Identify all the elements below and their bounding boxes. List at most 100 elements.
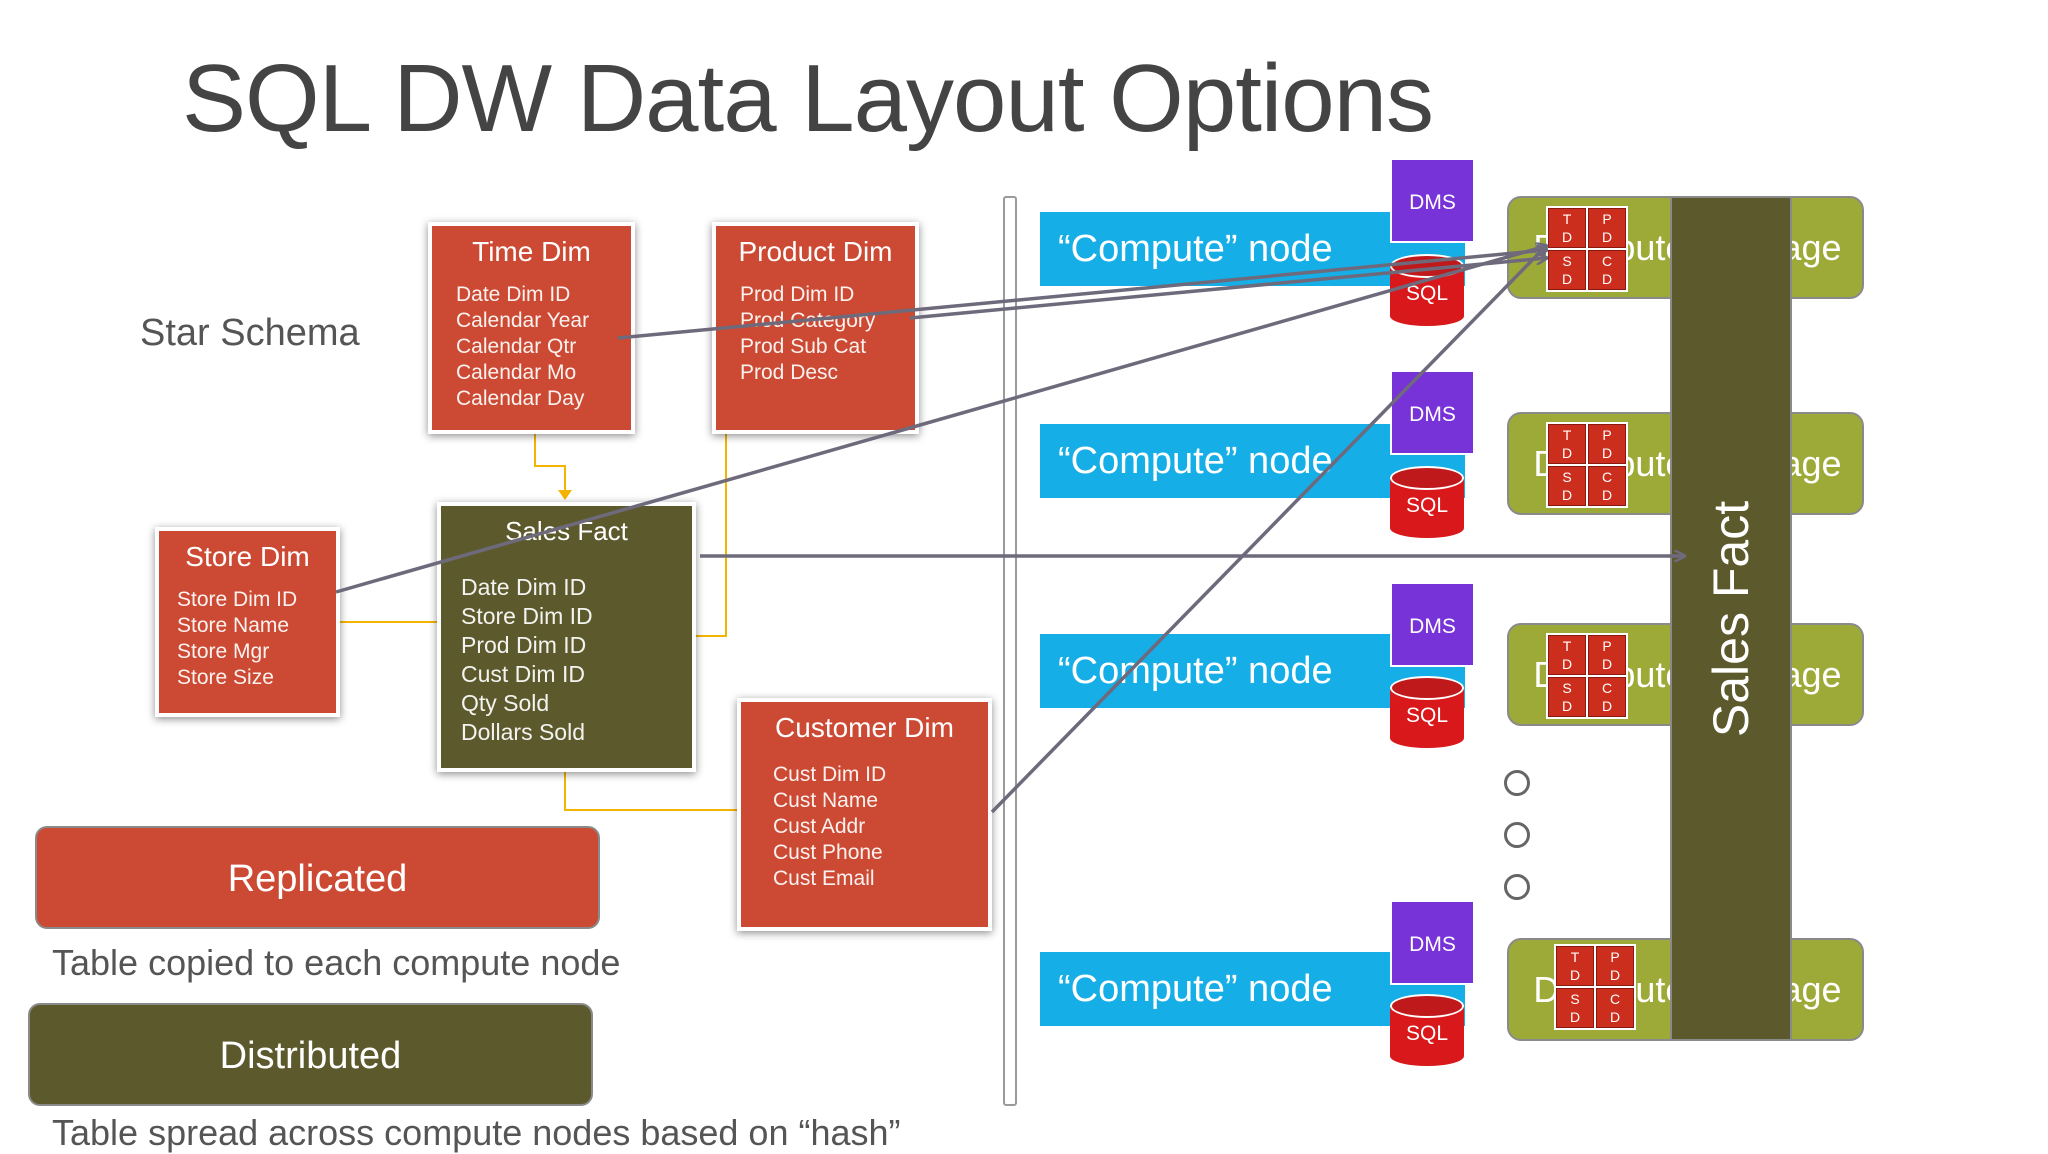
grid-letter: P <box>1602 427 1612 443</box>
product-dim-table: Product Dim Prod Dim ID Prod Category Pr… <box>712 222 919 434</box>
customer-dim-row: Cust Dim ID <box>773 763 887 786</box>
grid-letter: D <box>1561 656 1573 672</box>
distributed-legend-box: Distributed <box>28 1003 593 1106</box>
sales-fact-row: Prod Dim ID <box>461 632 587 658</box>
grid-letter: D <box>1561 271 1573 287</box>
connector-time-to-fact <box>534 432 566 497</box>
grid-letter: D <box>1561 698 1573 714</box>
grid-letter: C <box>1601 469 1613 485</box>
store-dim-row: Store Name <box>177 614 290 637</box>
grid-letter: D <box>1601 487 1613 503</box>
grid-letter: D <box>1569 967 1581 983</box>
sql-database-icon: SQL <box>1390 466 1464 542</box>
sales-fact-row: Qty Sold <box>461 690 550 716</box>
sql-label: SQL <box>1405 494 1449 517</box>
grid-letter: T <box>1562 638 1572 654</box>
ellipsis-dot <box>1504 874 1530 900</box>
sql-label: SQL <box>1405 282 1449 305</box>
grid-letter: D <box>1601 698 1613 714</box>
sales-fact-row: Date Dim ID <box>461 574 587 600</box>
sales-fact-row: Store Dim ID <box>461 603 593 629</box>
sql-cylinder-top <box>1390 994 1464 1018</box>
sql-cylinder-top <box>1390 676 1464 700</box>
customer-dim-table: Customer Dim Cust Dim ID Cust Name Cust … <box>737 698 992 931</box>
connector-product-to-fact <box>696 432 727 637</box>
grid-letter: D <box>1609 967 1621 983</box>
dms-box: DMS <box>1390 582 1475 667</box>
time-dim-row: Calendar Year <box>456 309 590 332</box>
grid-letter: S <box>1562 253 1572 269</box>
replicated-legend-box: Replicated <box>35 826 600 929</box>
grid-letter: P <box>1602 638 1612 654</box>
grid-letter: S <box>1562 680 1572 696</box>
store-dim-row: Store Dim ID <box>177 588 298 611</box>
distributed-description: Table spread across compute nodes based … <box>52 1112 901 1153</box>
grid-letter: D <box>1609 1009 1621 1025</box>
sql-database-icon: SQL <box>1390 676 1464 752</box>
dms-box: DMS <box>1390 900 1475 985</box>
time-dim-table: Time Dim Date Dim ID Calendar Year Calen… <box>428 222 635 434</box>
grid-letter: T <box>1562 211 1572 227</box>
grid-letter: C <box>1609 991 1621 1007</box>
sales-fact-distributed-bar: Sales Fact <box>1670 196 1792 1041</box>
grid-letter: T <box>1570 949 1580 965</box>
sales-fact-table: Sales Fact Date Dim ID Store Dim ID Prod… <box>437 502 696 772</box>
sales-fact-row: Dollars Sold <box>461 719 585 745</box>
grid-letter: D <box>1569 1009 1581 1025</box>
customer-dim-row: Cust Addr <box>773 815 866 838</box>
grid-letter: S <box>1562 469 1572 485</box>
sql-database-icon: SQL <box>1390 994 1464 1070</box>
product-dim-row: Prod Desc <box>740 361 839 384</box>
time-dim-title: Time Dim <box>472 236 591 267</box>
time-dim-row: Calendar Mo <box>456 361 577 384</box>
customer-dim-row: Cust Phone <box>773 841 883 864</box>
replicated-description: Table copied to each compute node <box>52 942 621 983</box>
customer-dim-row: Cust Name <box>773 789 879 812</box>
grid-letter: D <box>1561 445 1573 461</box>
separator-bar <box>1003 196 1017 1106</box>
star-schema-label: Star Schema <box>140 312 360 354</box>
product-dim-row: Prod Category <box>740 309 876 332</box>
grid-letter: D <box>1561 229 1573 245</box>
grid-letter: D <box>1561 487 1573 503</box>
grid-letter: D <box>1601 271 1613 287</box>
sales-fact-vertical-label: Sales Fact <box>1703 500 1759 737</box>
customer-dim-row: Cust Email <box>773 867 875 890</box>
connector-time-arrowhead <box>558 490 572 500</box>
sales-fact-row: Cust Dim ID <box>461 661 585 687</box>
grid-letter: P <box>1610 949 1620 965</box>
customer-dim-title: Customer Dim <box>775 712 954 743</box>
store-dim-table: Store Dim Store Dim ID Store Name Store … <box>155 527 340 717</box>
store-dim-row: Store Mgr <box>177 640 270 663</box>
ellipsis-dot <box>1504 822 1530 848</box>
grid-letter: C <box>1601 253 1613 269</box>
grid-letter: D <box>1601 445 1613 461</box>
grid-letter: S <box>1570 991 1580 1007</box>
time-dim-row: Date Dim ID <box>456 283 571 306</box>
sql-cylinder-top <box>1390 254 1464 278</box>
grid-letter: C <box>1601 680 1613 696</box>
product-dim-row: Prod Dim ID <box>740 283 855 306</box>
store-dim-title: Store Dim <box>185 541 310 572</box>
grid-letter: D <box>1601 656 1613 672</box>
sales-fact-title: Sales Fact <box>505 516 628 546</box>
sql-label: SQL <box>1405 704 1449 727</box>
dms-box: DMS <box>1390 370 1475 455</box>
